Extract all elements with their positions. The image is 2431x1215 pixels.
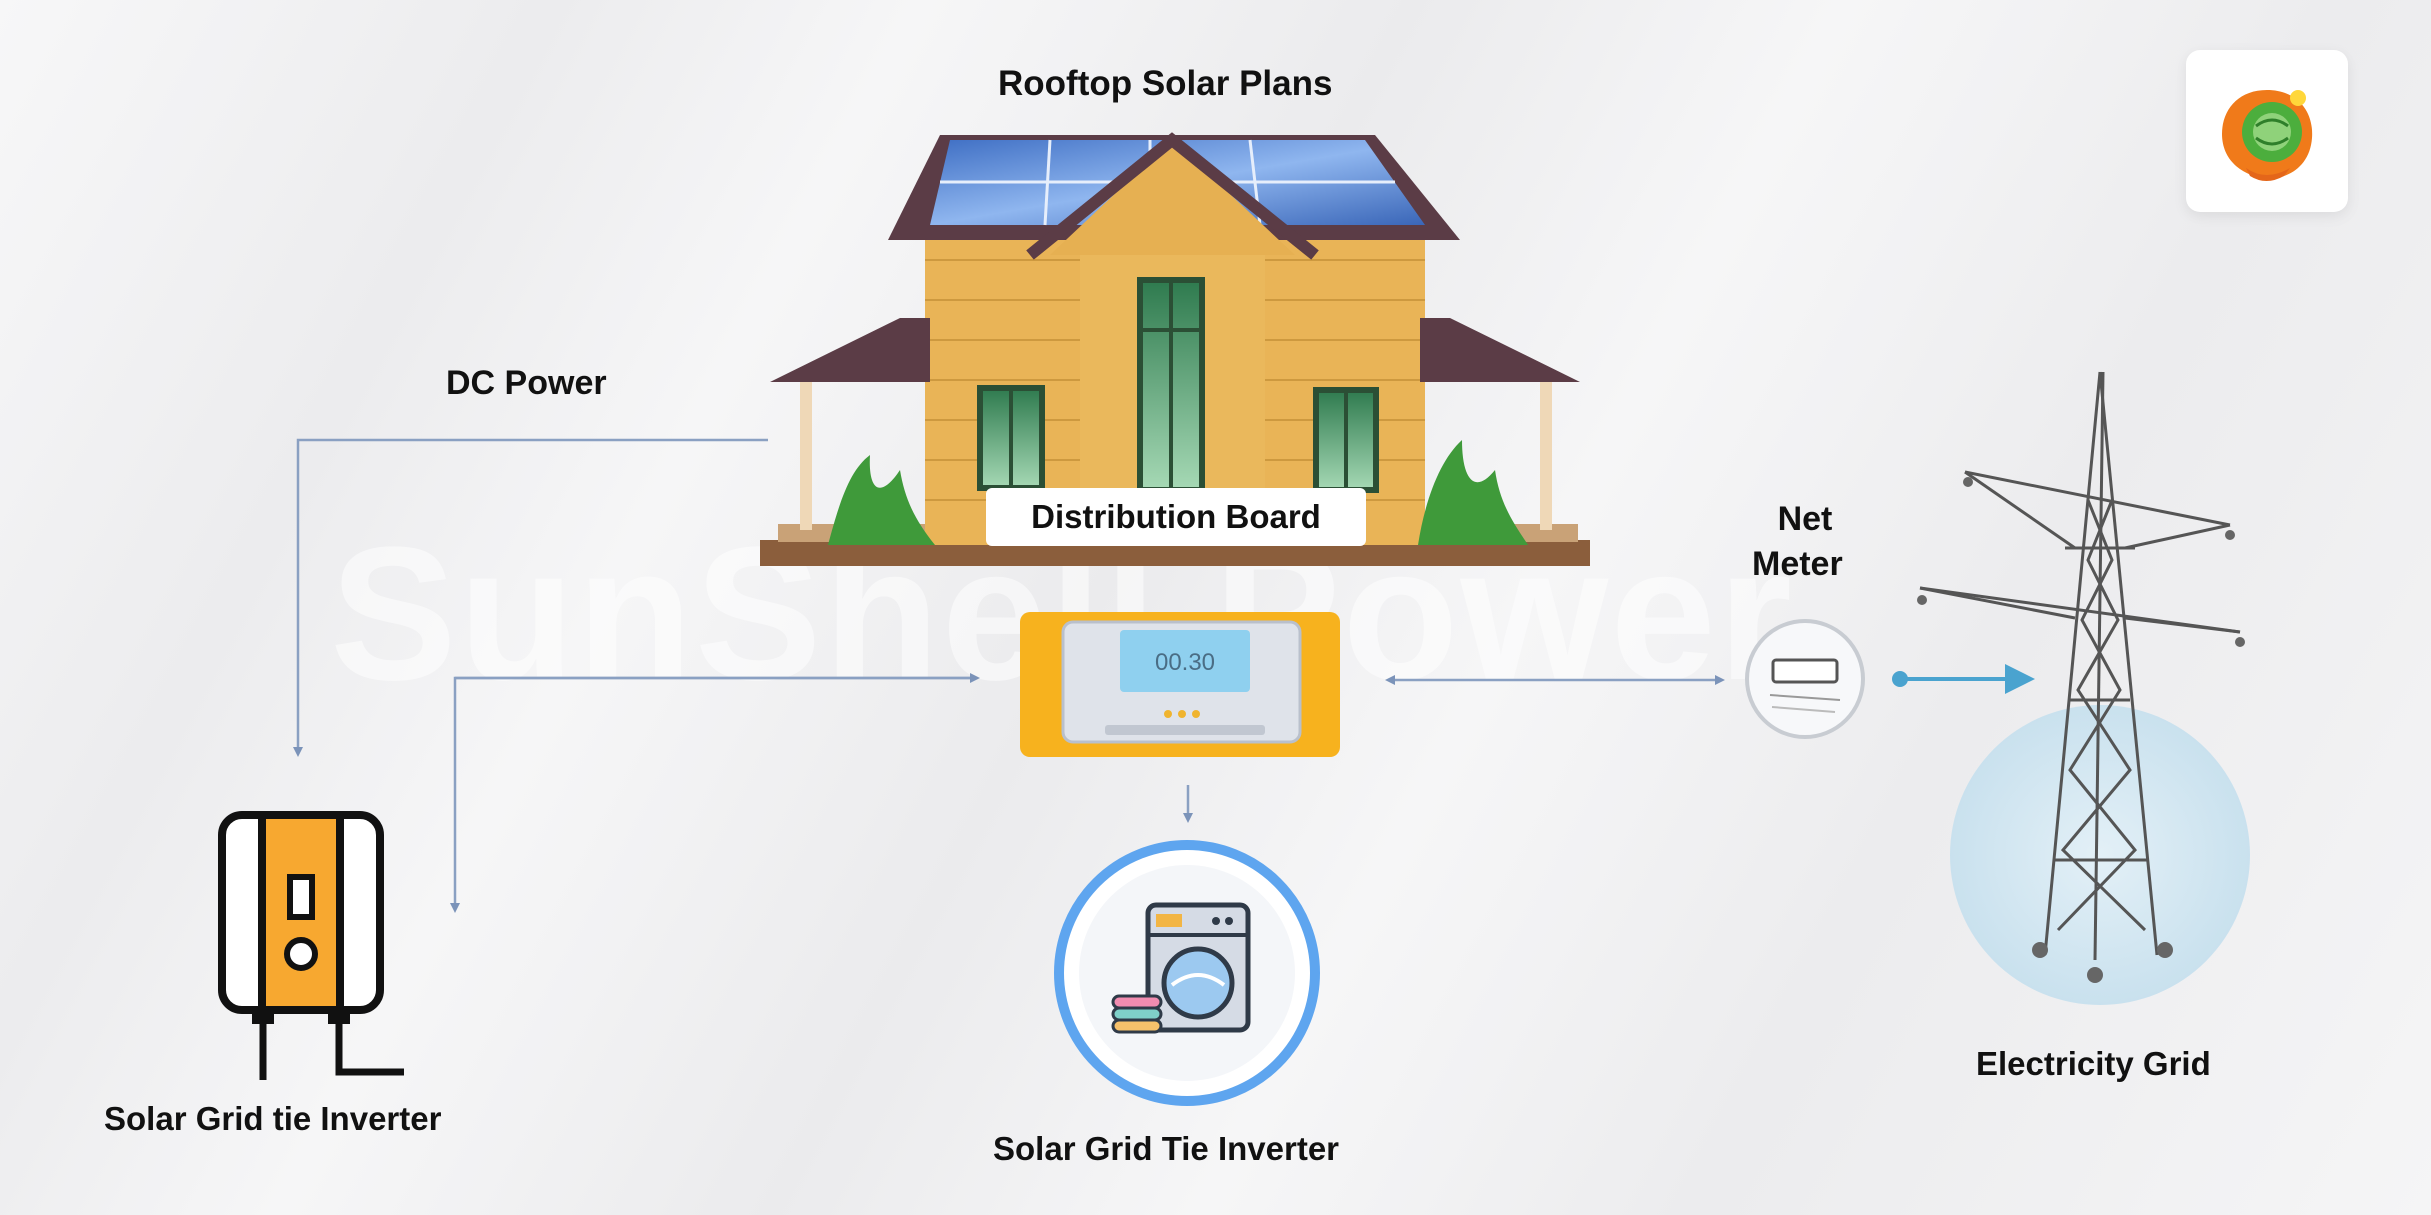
dc-power-label: DC Power (446, 364, 607, 402)
sunshell-logo-icon (2222, 90, 2313, 181)
meter-display: 00.30 (1155, 649, 1215, 676)
transmission-tower-icon (1917, 371, 2250, 1005)
grid-connector (1892, 664, 2035, 694)
page-title: Rooftop Solar Plans (998, 64, 1333, 103)
distribution-board-icon: 00.30 (1020, 612, 1340, 757)
distribution-board-label: Distribution Board (986, 488, 1366, 546)
center-inverter-label: Solar Grid Tie Inverter (993, 1130, 1340, 1167)
left-inverter-label: Solar Grid tie Inverter (104, 1100, 442, 1137)
washing-machine-icon (1054, 840, 1320, 1106)
logo-card (2186, 50, 2348, 212)
inverter-icon (218, 811, 404, 1080)
net-meter-icon (1745, 619, 1865, 739)
net-meter-label-line2: Meter (1752, 545, 1843, 583)
connector-lines (293, 438, 1725, 913)
electricity-grid-label: Electricity Grid (1976, 1045, 2211, 1082)
net-meter-label-line1: Net (1777, 500, 1833, 538)
